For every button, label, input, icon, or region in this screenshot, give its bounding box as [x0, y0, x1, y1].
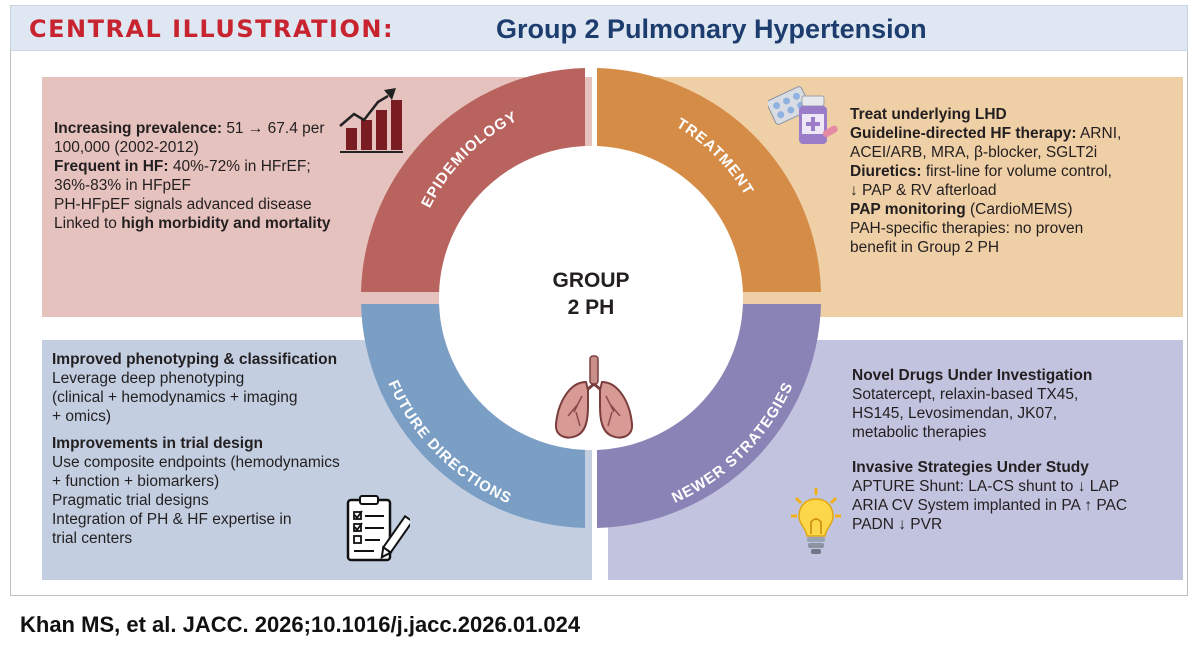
advanced-disease-line: PH-HFpEF signals advanced disease: [54, 196, 312, 213]
treatment-text: Treat underlying LHD Guideline-directed …: [850, 105, 1180, 257]
diuretics-line1: first-line for volume control,: [925, 163, 1112, 180]
pills-bottle-icon: [768, 86, 838, 144]
ring-arc-future-directions: [361, 304, 585, 528]
hf-heading: Frequent in HF:: [54, 158, 169, 175]
header-title: Group 2 Pulmonary Hypertension: [496, 14, 927, 44]
prevalence-line1: 51 → 67.4 per: [226, 120, 325, 137]
invasive-line1: APTURE Shunt: LA-CS shunt to ↓ LAP: [852, 478, 1120, 495]
pah-line1: PAH-specific therapies: no proven: [850, 220, 1084, 237]
invasive-heading: Invasive Strategies Under Study: [852, 459, 1089, 476]
gdmt-line2: ACEI/ARB, MRA, β-blocker, SGLT2i: [850, 144, 1098, 161]
newer-strategies-text: Novel Drugs Under Investigation Sotaterc…: [852, 366, 1182, 534]
linked-prefix: Linked to: [54, 215, 122, 232]
lightbulb-icon: [791, 488, 841, 554]
trial-line2: + function + biomarkers): [52, 473, 220, 490]
ring-arc-newer-strategies: [597, 304, 821, 528]
diuretics-heading: Diuretics:: [850, 163, 922, 180]
center-label-line2: 2 PH: [567, 296, 615, 319]
hf-line2: 36%-83% in HFpEF: [54, 177, 191, 194]
trial-design-heading: Improvements in trial design: [52, 435, 264, 452]
hf-line1: 40%-72% in HFrEF;: [172, 158, 311, 175]
gdmt-heading: Guideline-directed HF therapy:: [850, 125, 1077, 142]
pap-heading: PAP monitoring: [850, 201, 966, 218]
future-directions-text: Improved phenotyping & classification Le…: [52, 350, 362, 548]
prevalence-heading: Increasing prevalence:: [54, 120, 222, 137]
header-lead: CENTRAL ILLUSTRATION:: [29, 15, 395, 43]
phenotyping-line2: (clinical + hemodynamics + imaging: [52, 389, 298, 406]
invasive-line3: PADN ↓ PVR: [852, 516, 943, 533]
phenotyping-heading: Improved phenotyping & classification: [52, 351, 338, 368]
prevalence-line2: 100,000 (2002-2012): [54, 139, 199, 156]
citation: Khan MS, et al. JACC. 2026;10.1016/j.jac…: [20, 612, 581, 637]
trial-line1: Use composite endpoints (hemodynamics: [52, 454, 340, 471]
drugs-line3: metabolic therapies: [852, 424, 987, 441]
phenotyping-line3: + omics): [52, 408, 111, 425]
diuretics-line2: ↓ PAP & RV afterload: [850, 182, 997, 199]
checklist-pencil-icon: [346, 495, 410, 562]
pah-line2: benefit in Group 2 PH: [850, 239, 1000, 256]
pap-rest: (CardioMEMS): [970, 201, 1073, 218]
center-label: GROUP 2 PH: [526, 267, 656, 321]
trial-line3: Pragmatic trial designs: [52, 492, 209, 509]
invasive-line2: ARIA CV System implanted in PA ↑ PAC: [852, 497, 1128, 514]
epidemiology-text: Increasing prevalence: 51 → 67.4 per 100…: [54, 119, 364, 233]
ring-arc-treatment: [597, 68, 821, 292]
trial-line4: Integration of PH & HF expertise in: [52, 511, 292, 528]
treat-lhd-heading: Treat underlying LHD: [850, 106, 1007, 123]
lungs-icon: [554, 355, 634, 439]
ring-arc-epidemiology: [361, 68, 585, 292]
ring-center-disc: [439, 146, 743, 450]
phenotyping-line1: Leverage deep phenotyping: [52, 370, 245, 387]
linked-bold: high morbidity and mortality: [121, 215, 331, 232]
gdmt-line1: ARNI,: [1079, 125, 1122, 142]
drugs-line1: Sotatercept, relaxin-based TX45,: [852, 386, 1079, 403]
novel-drugs-heading: Novel Drugs Under Investigation: [852, 367, 1093, 384]
trial-line5: trial centers: [52, 530, 133, 547]
center-label-line1: GROUP: [552, 269, 630, 292]
drugs-line2: HS145, Levosimendan, JK07,: [852, 405, 1058, 422]
bar-chart-trend-icon: [339, 88, 403, 153]
header-banner: CENTRAL ILLUSTRATION: Group 2 Pulmonary …: [10, 5, 1188, 51]
